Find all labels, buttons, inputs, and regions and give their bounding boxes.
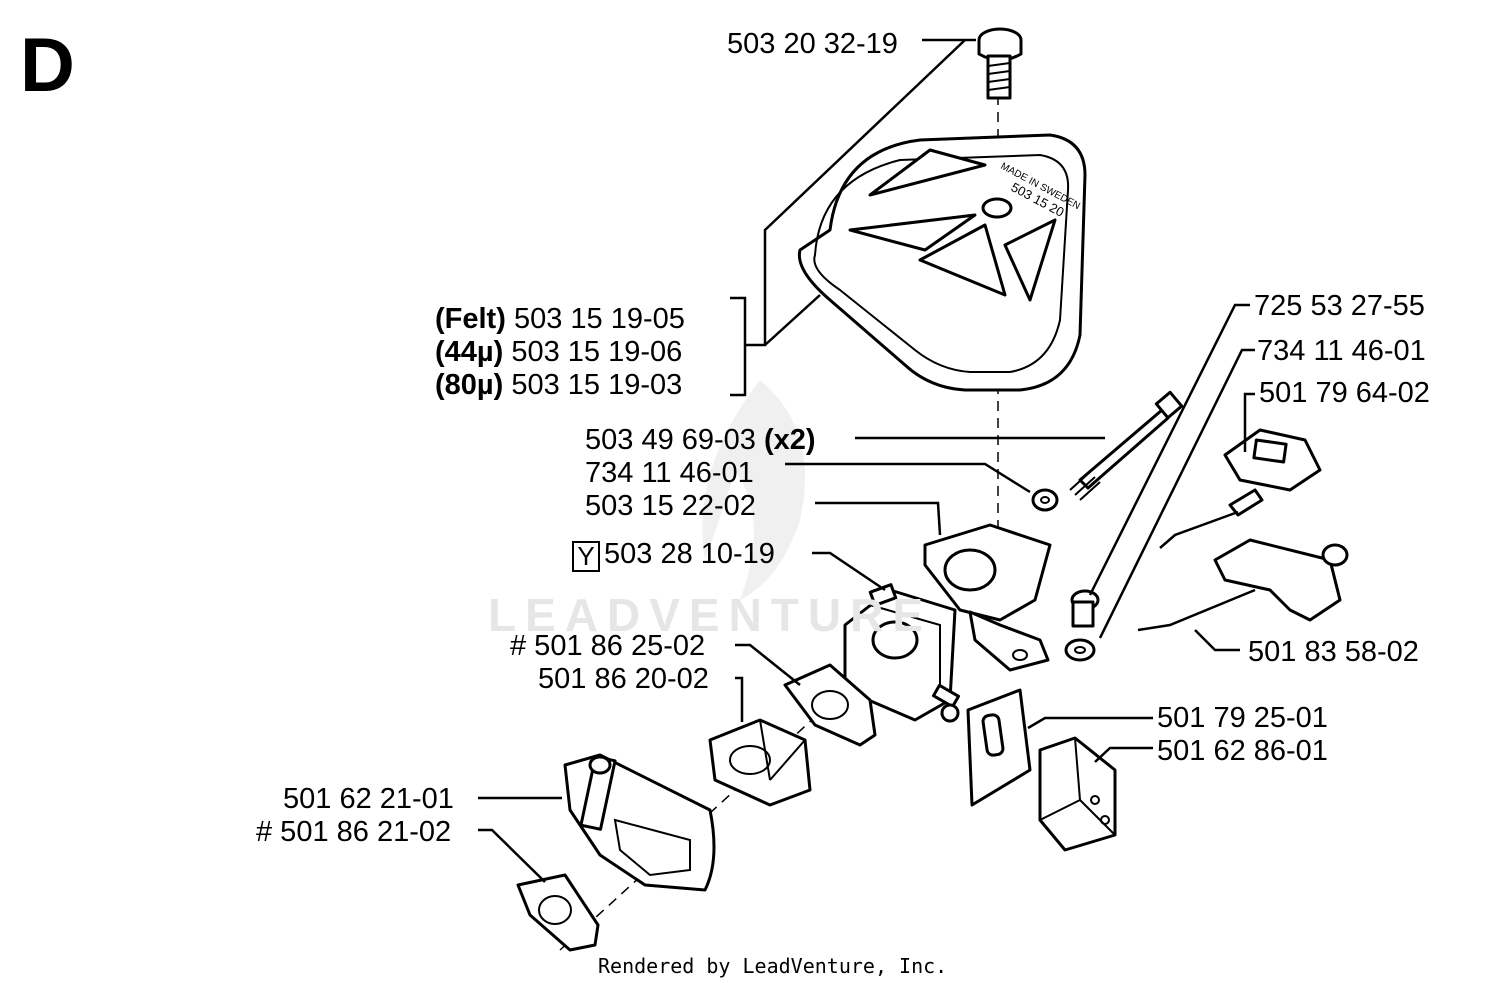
washer-icon <box>1031 488 1059 512</box>
long-bolt-icon <box>1069 390 1184 501</box>
label-throttle-link[interactable]: 501 83 58-02 <box>1248 636 1419 668</box>
label-washer-right[interactable]: 734 11 46-01 <box>1257 335 1426 367</box>
block-icon <box>1038 736 1117 852</box>
label-intake[interactable]: 501 62 21-01 <box>283 783 454 815</box>
label-screw-right[interactable]: 725 53 27-55 <box>1254 290 1425 322</box>
label-filter-holder[interactable]: 503 15 22-02 <box>585 490 756 522</box>
label-gasket-a[interactable]: # 501 86 25-02 <box>510 630 706 662</box>
carburetor-icon <box>843 583 961 723</box>
label-filter-44[interactable]: (44µ) 503 15 19-06 <box>435 336 683 368</box>
label-plate[interactable]: 501 79 25-01 <box>1157 702 1328 734</box>
axis-line-lower <box>559 611 931 951</box>
intake-manifold-icon <box>563 753 716 892</box>
label-screw-top[interactable]: 503 20 32-19 <box>727 28 898 60</box>
watermark-logo <box>702 380 805 600</box>
label-filter-80[interactable]: (80µ) 503 15 19-03 <box>435 369 683 401</box>
footer-credit: Rendered by LeadVenture, Inc. <box>598 954 948 978</box>
label-bolt[interactable]: 503 49 69-03 (x2) <box>585 424 816 456</box>
label-spacer[interactable]: 501 86 20-02 <box>538 663 709 695</box>
label-block[interactable]: 501 62 86-01 <box>1157 735 1328 767</box>
label-filter-felt[interactable]: (Felt) 503 15 19-05 <box>435 303 685 335</box>
choke-lever-icon <box>1159 428 1322 549</box>
spacer-icon <box>708 718 812 807</box>
air-filter-cover-icon: 503 15 20 MADE IN SWEDEN <box>797 133 1087 392</box>
gasket-icon <box>783 663 877 747</box>
watermark-text: LEADVENTURE <box>488 589 933 641</box>
leader-lines <box>478 38 1255 883</box>
top-screw-icon <box>977 27 1023 100</box>
small-screw-icon <box>1064 589 1100 662</box>
section-letter: D <box>20 23 75 108</box>
plate-icon <box>966 688 1032 807</box>
gasket-lower-icon <box>516 873 600 952</box>
filter-holder-icon <box>923 523 1052 672</box>
label-washer-a[interactable]: 734 11 46-01 <box>585 457 754 489</box>
label-gasket-b[interactable]: # 501 86 21-02 <box>256 816 452 848</box>
label-choke[interactable]: 501 79 64-02 <box>1259 377 1430 409</box>
throttle-link-icon <box>1137 538 1349 632</box>
